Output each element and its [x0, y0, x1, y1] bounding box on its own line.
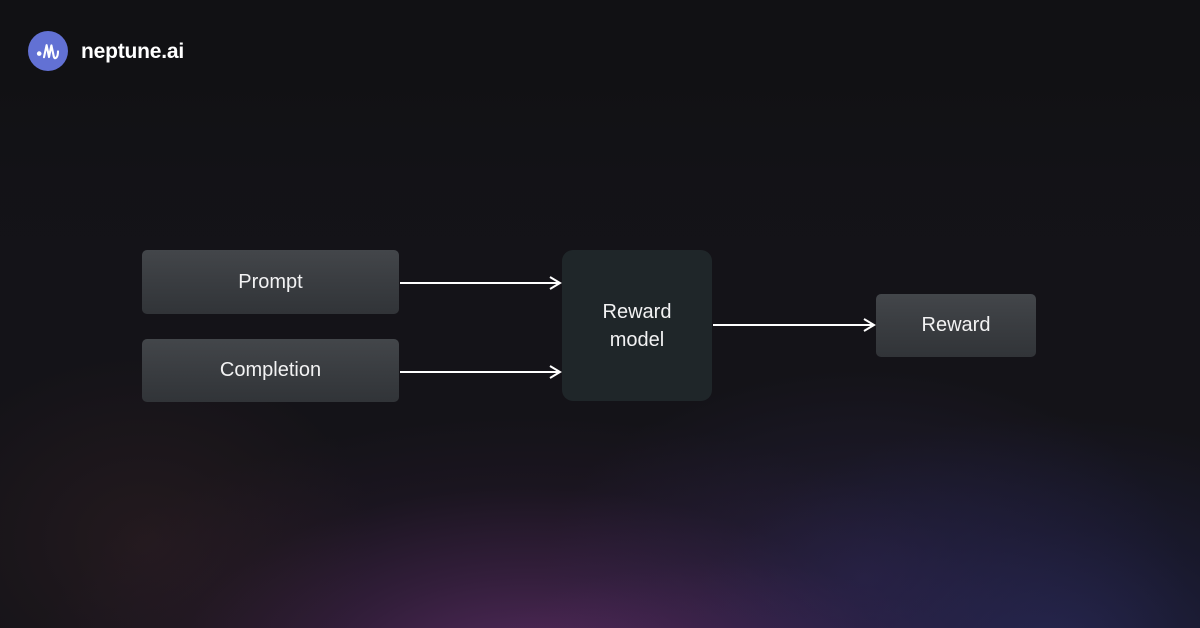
- node-reward[interactable]: Reward: [876, 294, 1036, 357]
- node-reward-model-label: Reward model: [603, 298, 672, 354]
- node-reward-label: Reward: [921, 314, 991, 336]
- edge-reward-model-to-reward: [713, 318, 876, 332]
- brand-name: neptune.ai: [81, 39, 185, 63]
- node-reward-model[interactable]: Reward model: [562, 250, 712, 401]
- edge-completion-to-reward-model: [400, 365, 562, 379]
- node-completion-label: Completion: [219, 359, 322, 381]
- edge-prompt-to-reward-model: [400, 276, 562, 290]
- node-reward-model-label-line1: Reward: [602, 300, 672, 323]
- node-prompt-label: Prompt: [238, 270, 303, 293]
- node-reward-model-label-line2: model: [609, 328, 665, 351]
- brand-logo: neptune.ai: [28, 31, 184, 71]
- neptune-waveform-icon: [28, 31, 68, 71]
- node-prompt[interactable]: Prompt: [142, 250, 399, 314]
- node-completion[interactable]: Completion: [142, 339, 399, 402]
